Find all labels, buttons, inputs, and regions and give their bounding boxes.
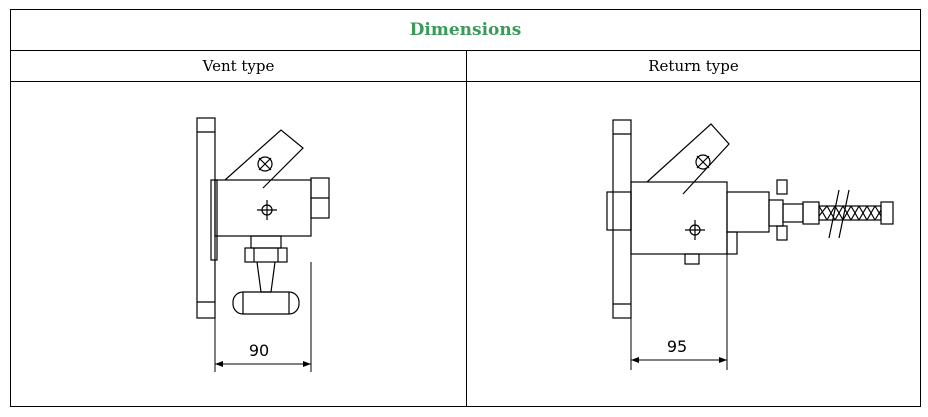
vent-valve-handle [232,291,300,315]
vent-type-diagram: 90 [196,117,330,372]
vent-flange-outline [196,117,216,319]
vent-dimension-label: 90 [249,341,269,360]
return-flange-outline [612,119,632,319]
dimensions-table: Dimensions Vent type Return type [10,9,921,407]
header-row: Vent type Return type [11,50,920,82]
return-type-diagram: 95 [606,119,894,370]
title-row: Dimensions [11,10,920,51]
return-dimension-label: 95 [667,337,687,356]
column-divider [466,50,467,407]
vent-angled-port [224,129,304,189]
return-type-drawing: 95 [467,82,920,407]
return-hose-nut [802,201,820,225]
column-header-return: Return type [648,56,739,75]
column-header-vent: Vent type [202,56,275,75]
table-title: Dimensions [409,20,522,40]
vent-type-drawing: 90 [11,82,466,407]
vent-valve-nut [244,247,288,263]
return-body-outline [630,181,728,255]
return-angled-port [646,123,730,195]
